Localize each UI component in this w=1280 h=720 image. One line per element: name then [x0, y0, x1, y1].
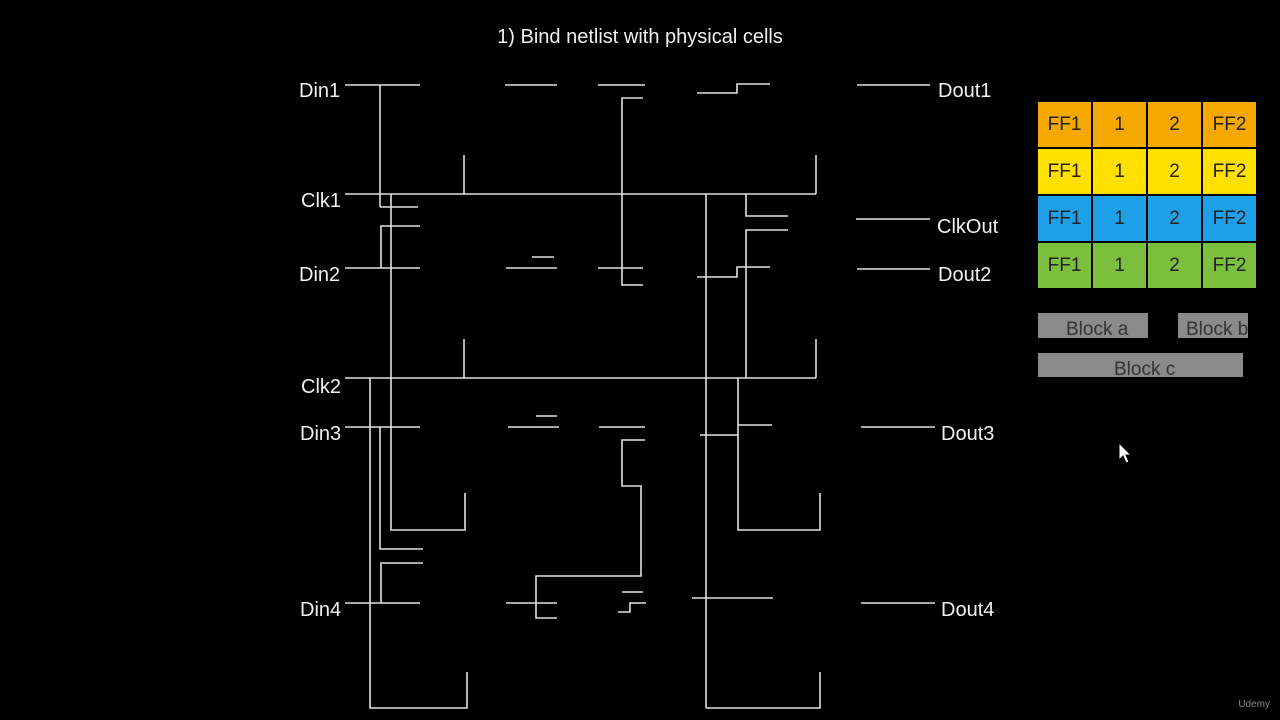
cell-tile: 2: [1148, 196, 1201, 241]
udemy-logo: Udemy: [1238, 699, 1270, 710]
wire: [380, 562, 423, 603]
wire: [745, 194, 788, 217]
wire: [621, 268, 643, 286]
pin-din4: Din4: [300, 599, 342, 621]
pin-dout4: Dout4: [941, 599, 995, 621]
wire: [697, 83, 770, 94]
cell-tile: 2: [1148, 243, 1201, 288]
wire: [697, 266, 770, 278]
block-c-label: Block c: [1114, 359, 1176, 377]
cell-tile: 2: [1148, 102, 1201, 147]
block-a: Block a: [1038, 313, 1148, 338]
wire: [706, 672, 821, 709]
cell-tile: 1: [1093, 102, 1146, 147]
block-a-label: Block a: [1066, 319, 1129, 338]
wire: [390, 378, 466, 531]
wire: [380, 225, 420, 268]
cell-tile: FF2: [1203, 243, 1256, 288]
cell-tile: FF1: [1038, 149, 1091, 194]
pin-din3: Din3: [300, 423, 342, 445]
wire: [369, 378, 468, 709]
wire: [535, 439, 645, 619]
pin-din2: Din2: [299, 264, 341, 286]
pin-dout3: Dout3: [941, 423, 995, 445]
pin-clk1: Clk1: [301, 190, 342, 212]
cell-tile: 1: [1093, 243, 1146, 288]
wire: [737, 378, 821, 531]
cell-tile: FF1: [1038, 243, 1091, 288]
mouse-cursor-icon: [1118, 442, 1133, 464]
block-c: Block c: [1038, 353, 1243, 377]
wire: [618, 602, 646, 613]
wire: [379, 427, 423, 550]
cell-tile: 1: [1093, 196, 1146, 241]
pin-dout1: Dout1: [938, 80, 992, 102]
pin-clk2: Clk2: [301, 376, 342, 398]
cell-tile: FF2: [1203, 102, 1256, 147]
pin-din1: Din1: [299, 80, 341, 102]
cell-tile: FF2: [1203, 149, 1256, 194]
cell-tile: FF2: [1203, 196, 1256, 241]
block-b: Block b: [1178, 313, 1248, 338]
slide-title: 1) Bind netlist with physical cells: [497, 26, 783, 48]
cell-tile: 1: [1093, 149, 1146, 194]
pin-dout2: Dout2: [938, 264, 992, 286]
wire: [621, 97, 643, 268]
block-b-label: Block b: [1186, 319, 1248, 338]
pin-clkout: ClkOut: [937, 216, 999, 238]
wire: [745, 229, 788, 378]
cell-tile: 2: [1148, 149, 1201, 194]
cell-tile: FF1: [1038, 102, 1091, 147]
cell-tile: FF1: [1038, 196, 1091, 241]
